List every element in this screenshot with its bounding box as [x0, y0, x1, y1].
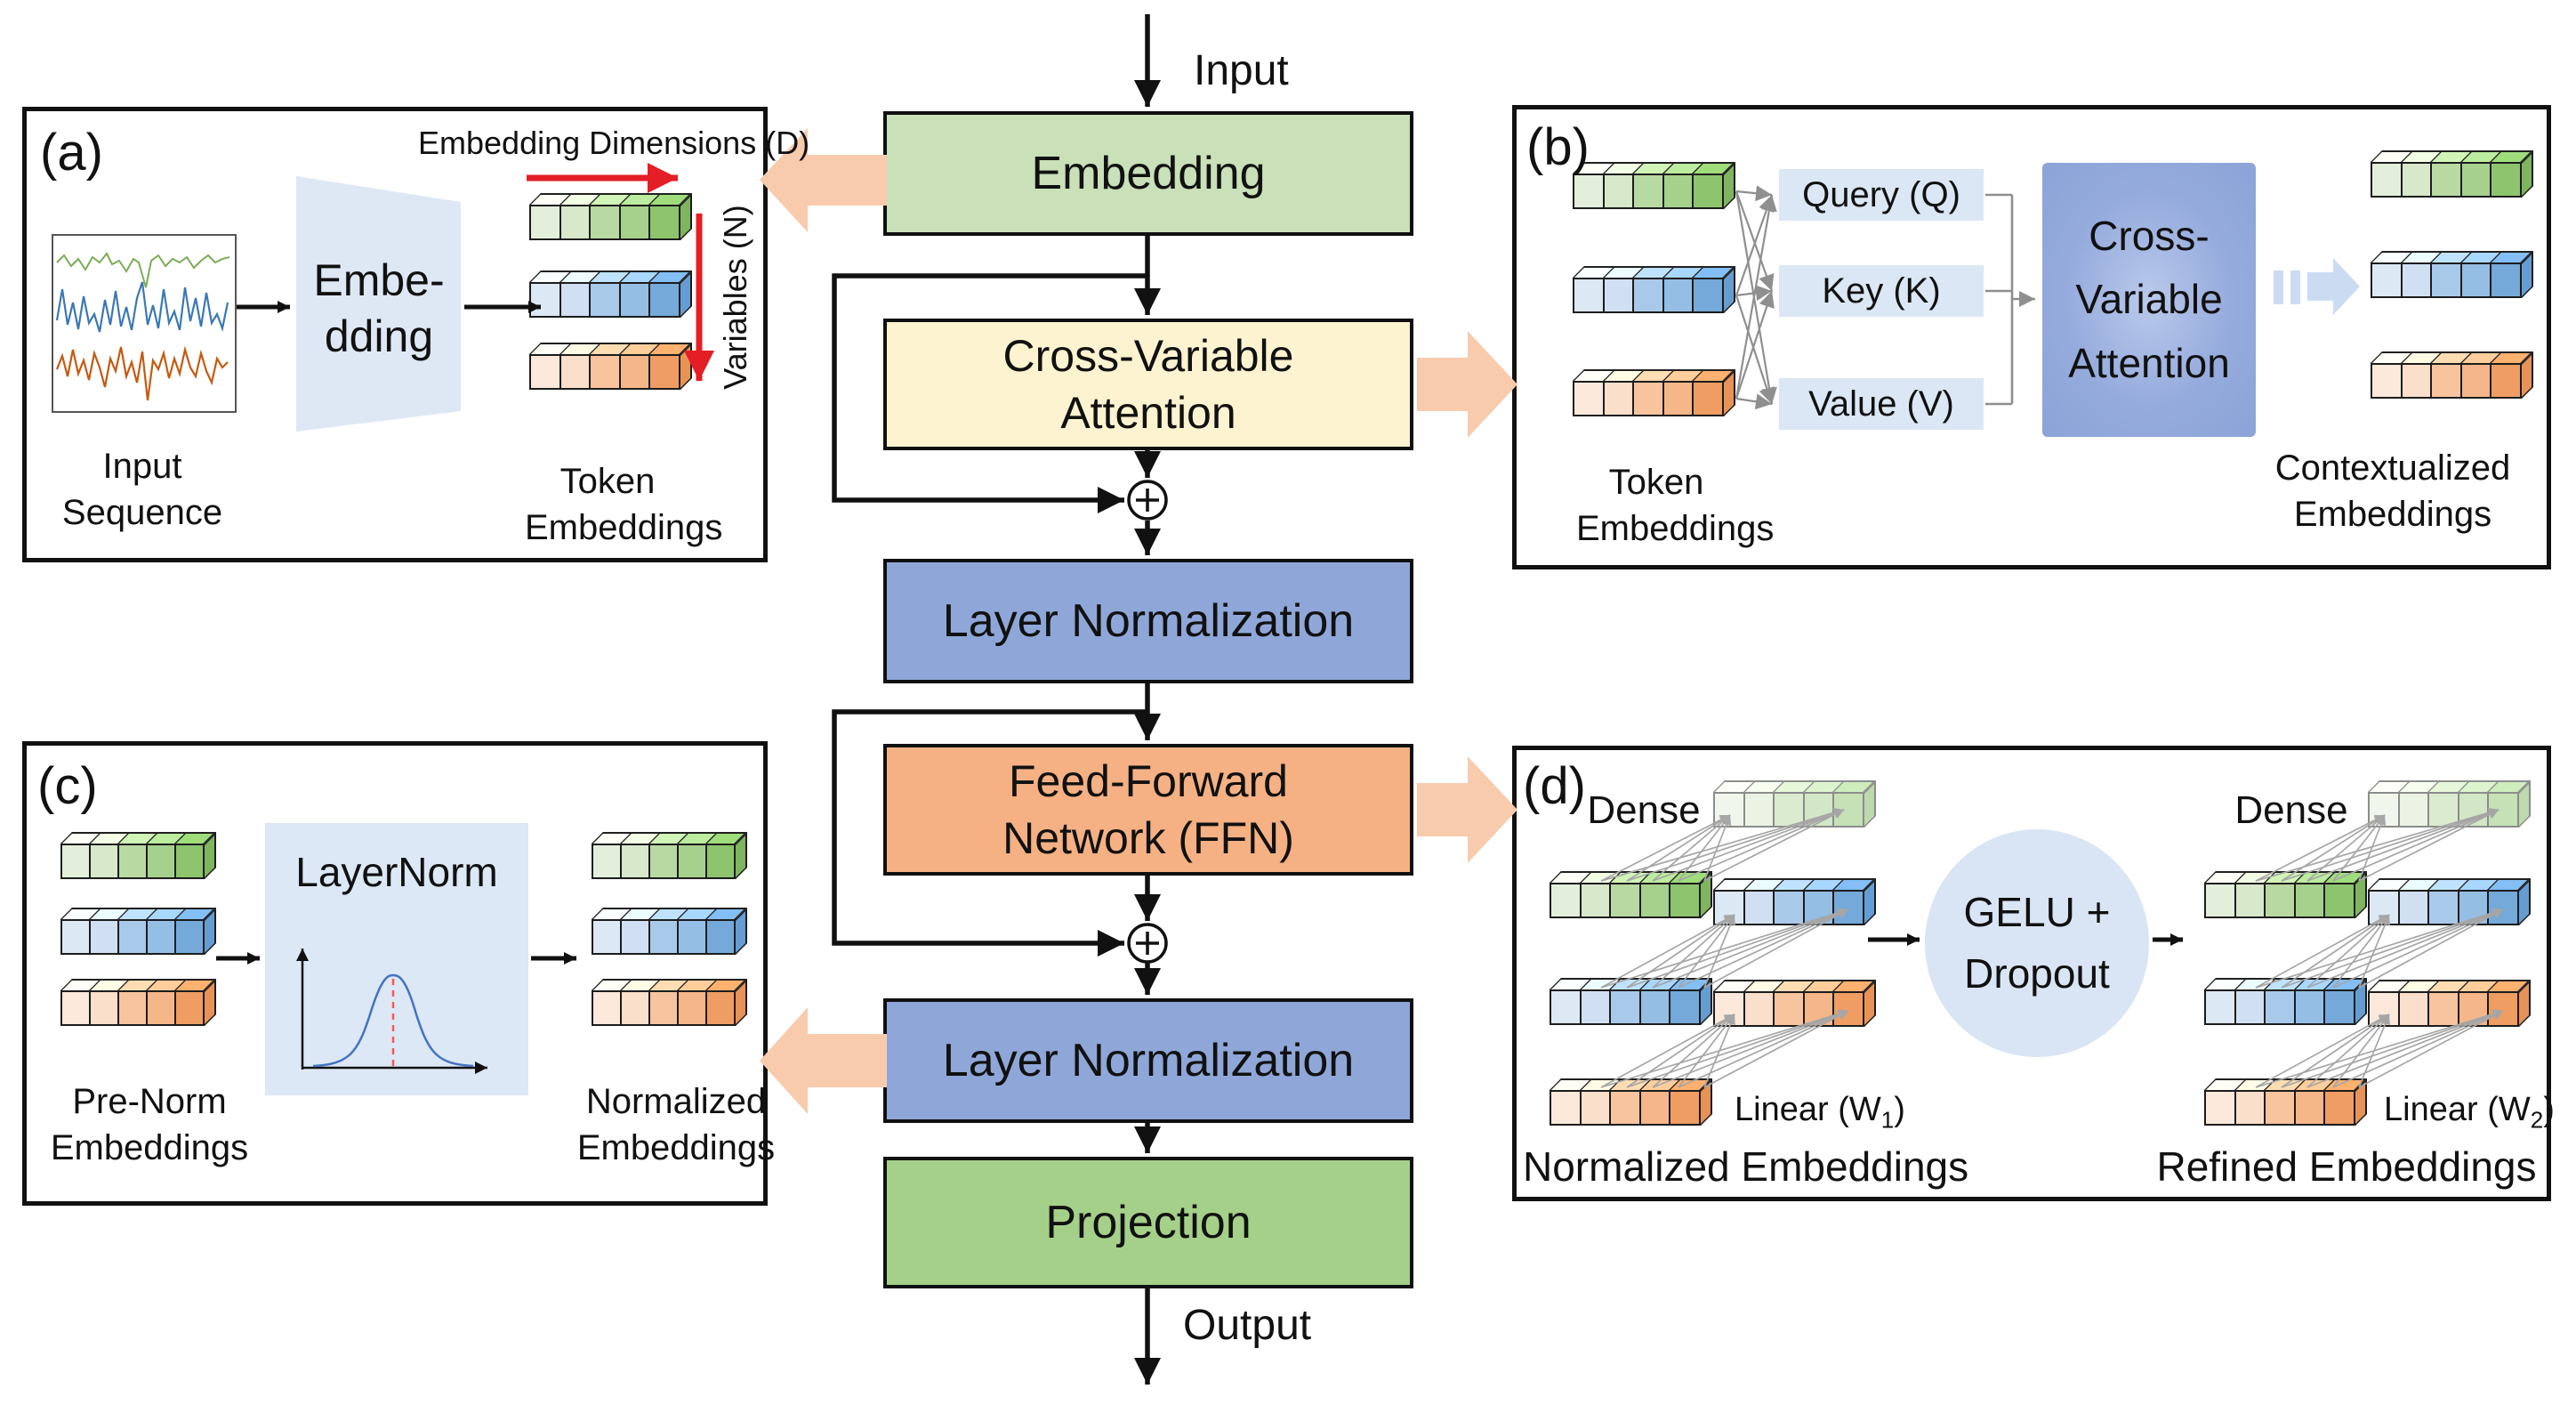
ffn-bar-orange-mid-right [2368, 980, 2531, 1027]
series-green [56, 252, 230, 288]
prenorm-bar-orange [60, 979, 216, 1026]
input-sequence-thumbnail [52, 234, 237, 413]
series-orange [55, 345, 229, 401]
token-embedding-bar-orange [529, 343, 692, 390]
plus-circle-icon [1127, 480, 1168, 521]
layernorm-block: LayerNorm [265, 823, 528, 1095]
prenorm-bar-blue [60, 908, 216, 955]
prenorm-bar-green [60, 832, 216, 879]
layernorm-block-label: LayerNorm [295, 849, 498, 895]
contextualized-bar-orange [2371, 351, 2533, 399]
embedding-funnel-label: Embe-dding [313, 255, 445, 361]
dense-output-bar-right [2368, 780, 2531, 828]
output-label: Output [1183, 1302, 1312, 1349]
dense-output-bar-left [1713, 780, 1876, 828]
ffn-bar-blue-lower-right [2204, 978, 2367, 1025]
ffn-bar-blue-lower-left [1550, 978, 1712, 1025]
arrow-to-panel-b-icon [1417, 331, 1517, 438]
dense-label-right: Dense [2234, 788, 2348, 832]
ffn-bar-green-left [1550, 871, 1712, 918]
query-box: Query (Q) [1779, 169, 1984, 221]
token-bar-green-b [1573, 162, 1735, 209]
panel-a-tag: (a) [40, 124, 103, 182]
key-box: Key (K) [1779, 265, 1984, 317]
normalized-bar-orange [592, 979, 747, 1026]
plus-circle-icon [1127, 923, 1168, 964]
variables-label: Variables (N) [717, 205, 753, 390]
ffn-bar-orange-bottom-right [2204, 1078, 2367, 1126]
token-bar-blue-b [1573, 266, 1735, 313]
embedding-dimensions-label: Embedding Dimensions (D) [418, 125, 810, 161]
ffn-bar-green-right [2204, 871, 2367, 918]
projection-box: Projection [883, 1157, 1413, 1288]
linear-w1-label: Linear (W1) [1735, 1091, 1905, 1134]
ffn-bar-orange-bottom-left [1550, 1078, 1712, 1126]
arrow-to-panel-d-icon [1417, 756, 1517, 863]
contextualized-bar-green [2371, 150, 2533, 198]
value-box: Value (V) [1779, 378, 1984, 430]
residual-add-nodes [1127, 480, 1168, 964]
normalized-bar-blue [592, 908, 747, 955]
ffn-bar-blue-upper-right [2368, 878, 2531, 925]
layer-normalization-box-1: Layer Normalization [883, 559, 1413, 683]
refined-embeddings-caption: Refined Embeddings [2156, 1143, 2537, 1190]
dense-label-left: Dense [1587, 788, 1701, 832]
linear-w2-label: Linear (W2) [2384, 1091, 2555, 1134]
token-bar-orange-b [1573, 369, 1735, 416]
contextualized-bar-blue [2371, 251, 2533, 298]
input-series-chart [55, 252, 230, 401]
normalized-embeddings-caption-d: Normalized Embeddings [1523, 1143, 1969, 1190]
input-label: Input [1194, 47, 1289, 94]
panel-d-tag: (d) [1523, 757, 1586, 815]
token-embedding-bar-blue [529, 271, 692, 318]
layer-normalization-box-2: Layer Normalization [883, 998, 1413, 1123]
normalized-bar-green [592, 832, 747, 879]
ffn-bar-blue-upper-left [1713, 878, 1876, 925]
ffn-bar-orange-mid-left [1713, 980, 1876, 1027]
token-embedding-bar-green [529, 193, 692, 240]
panel-c-tag: (c) [37, 757, 98, 815]
embedding-box: Embedding [883, 111, 1413, 236]
series-blue [55, 281, 229, 333]
panel-b-tag: (b) [1526, 118, 1590, 176]
gelu-dropout-node: GELU +Dropout [1925, 829, 2149, 1057]
